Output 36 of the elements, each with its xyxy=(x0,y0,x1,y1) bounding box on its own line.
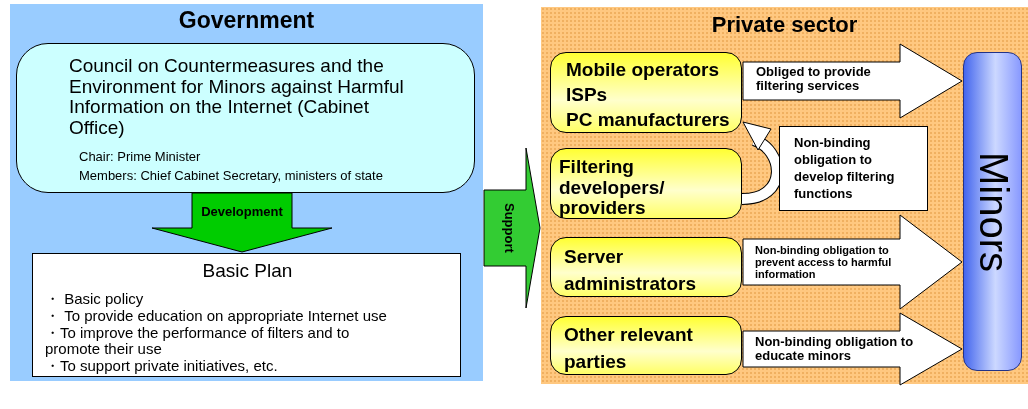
actor-box xyxy=(550,316,742,375)
panel-title: Private sector xyxy=(710,13,859,37)
actor-name: Server administrators xyxy=(564,245,697,296)
chair-text: Chair: Prime Minister xyxy=(79,150,202,165)
edge-label: Support xyxy=(501,202,518,255)
council-box xyxy=(16,43,475,193)
actor-box xyxy=(550,148,742,219)
block-arrow xyxy=(151,192,333,253)
edge-label: Non-binding obligation to educate minors xyxy=(755,335,915,364)
bullet-item: ・ Basic policy xyxy=(45,291,145,308)
target-name: Minors xyxy=(971,151,1017,275)
actor-name: PC manufacturers xyxy=(566,110,731,131)
document-box xyxy=(32,253,461,377)
actor-box xyxy=(550,52,742,133)
government-panel xyxy=(10,4,483,381)
edge-label: Development xyxy=(200,205,284,220)
actor-name: Filtering developers/ providers xyxy=(559,157,666,219)
actor-box xyxy=(550,237,742,297)
block-arrow xyxy=(742,214,963,310)
members-text: Members: Chief Cabinet Secretary, ministers of state xyxy=(79,169,384,184)
edge-label: Non-binding obligation to prevent access to harmful information xyxy=(755,245,893,281)
edge-label: Obliged to provide filtering services xyxy=(756,65,872,94)
panel-title: Government xyxy=(177,8,316,33)
plan-title: Basic Plan xyxy=(201,261,294,282)
block-arrow xyxy=(483,147,541,309)
actor-name: Other relevant parties xyxy=(564,323,694,374)
edge-label: Non-binding obligation to develop filtering functions xyxy=(779,126,928,211)
target-bar xyxy=(963,52,1022,371)
bullet-item: ・ To provide education on appropriate Internet use xyxy=(45,308,388,325)
actor-name: Mobile operators xyxy=(566,60,721,81)
bullet-item: ・To improve the performance of filters and to promote their use xyxy=(45,325,351,358)
block-arrow xyxy=(742,43,963,119)
block-arrow xyxy=(742,312,963,386)
council-name: Council on Countermeasures and the Environment for Minors against Harmful Information on the Internet (Cabinet Office) xyxy=(69,56,405,139)
actor-name: ISPs xyxy=(566,85,609,106)
bullet-item: ・To support private initiatives, etc. xyxy=(45,358,279,375)
